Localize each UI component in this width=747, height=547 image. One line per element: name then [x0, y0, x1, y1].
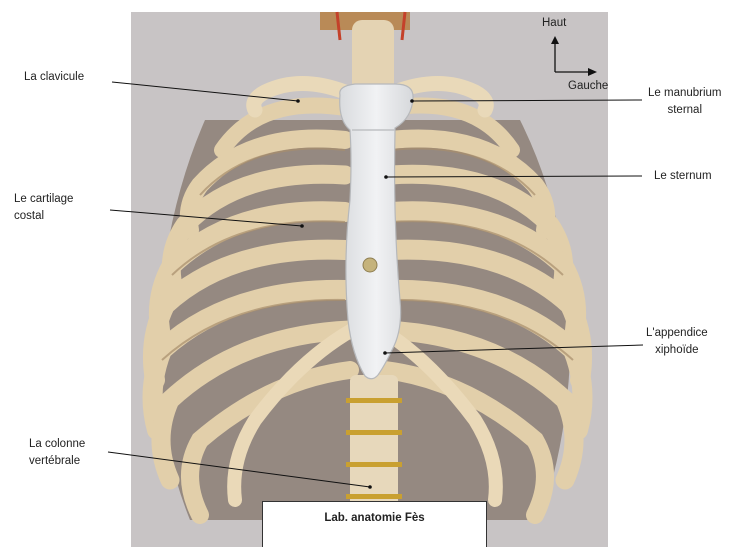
- caption-text: Lab. anatomie Fès: [263, 512, 486, 524]
- caption-box: Lab. anatomie Fès: [262, 501, 487, 547]
- label-sternum: Le sternum: [654, 168, 712, 185]
- label-xiphoid: L'appendice xiphoïde: [646, 325, 708, 358]
- label-costal-cartilage: Le cartilage costal: [14, 191, 73, 224]
- sternum-marker: [363, 258, 377, 272]
- label-spine: La colonne vertébrale: [29, 436, 85, 469]
- orientation-left-label: Gauche: [568, 80, 608, 92]
- label-manubrium: Le manubrium sternal: [648, 85, 722, 118]
- label-clavicle: La clavicule: [24, 69, 84, 86]
- orientation-up-label: Haut: [542, 17, 566, 29]
